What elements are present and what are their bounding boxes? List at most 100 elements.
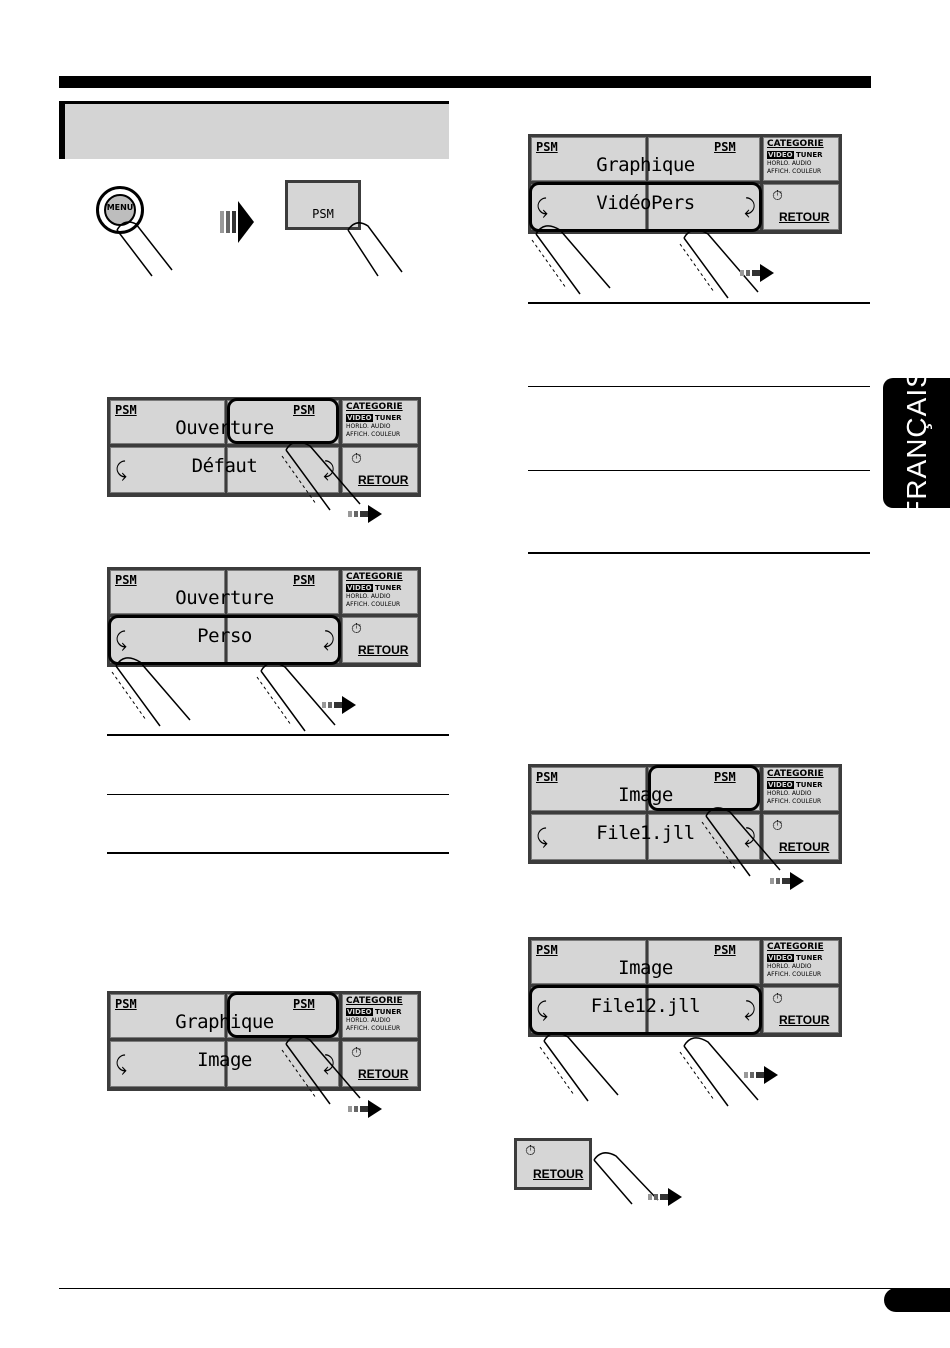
highlight-frame: [227, 398, 339, 444]
category-tuner: TUNER: [796, 781, 823, 789]
category-key[interactable]: [763, 137, 839, 181]
category-tuner: TUNER: [375, 584, 402, 592]
psm-prev-key[interactable]: [531, 940, 646, 984]
return-label: RETOUR: [779, 210, 830, 224]
rotate-right-icon: ⤸: [323, 1051, 335, 1075]
rotate-right-icon: ⤸: [744, 824, 756, 848]
category-video: VIDEO: [346, 584, 373, 592]
finger-press-icon: [539, 1032, 619, 1102]
rotate-left-icon: ⤹: [536, 824, 548, 848]
return-label: RETOUR: [779, 840, 830, 854]
category-title: CATEGORIE: [346, 572, 403, 582]
lcd-display: PSM PSM Ouverture Perso ⤹ ⤸ CATEGORIE VI…: [107, 567, 421, 667]
value-prev-key[interactable]: [110, 1041, 225, 1087]
category-line-2: HORLO. AUDIO: [767, 160, 812, 167]
rotate-left-icon: ⤹: [536, 997, 548, 1021]
rotate-right-icon: ⤸: [323, 457, 335, 481]
category-tuner: TUNER: [375, 414, 402, 422]
category-line-3: AFFICH. COULEUR: [346, 601, 401, 608]
psm-prev-key[interactable]: [110, 994, 225, 1038]
item-name: Image: [618, 784, 673, 806]
return-icon: ⏱: [772, 188, 783, 204]
psm-right-label: PSM: [293, 573, 315, 587]
divider: [107, 852, 449, 854]
item-value: Image: [197, 1049, 252, 1071]
category-video: VIDEO: [346, 1008, 373, 1016]
psm-next-key[interactable]: [648, 940, 760, 984]
return-key[interactable]: [763, 987, 839, 1033]
psm-left-label: PSM: [536, 140, 558, 154]
category-line-3: AFFICH. COULEUR: [346, 1025, 401, 1032]
return-label: RETOUR: [358, 1067, 409, 1081]
category-line-3: AFFICH. COULEUR: [767, 168, 822, 175]
top-rule: [59, 76, 871, 88]
psm-button[interactable]: PSM: [285, 180, 361, 230]
category-line-2: HORLO. AUDIO: [346, 1017, 391, 1024]
item-name: Image: [618, 957, 673, 979]
psm-next-key[interactable]: [648, 137, 760, 181]
category-line-3: AFFICH. COULEUR: [767, 971, 822, 978]
category-title: CATEGORIE: [767, 139, 824, 149]
divider: [107, 794, 449, 795]
footer-rule: [59, 1288, 929, 1289]
swipe-arrow-icon: [770, 872, 804, 890]
value-prev-key[interactable]: [110, 447, 225, 493]
return-icon: ⏱: [351, 1045, 362, 1061]
value-next-key[interactable]: [648, 184, 760, 230]
item-value: File1.jll: [596, 822, 695, 844]
item-name: Graphique: [596, 154, 695, 176]
category-tuner: TUNER: [796, 151, 823, 159]
return-icon: ⏱: [772, 818, 783, 834]
category-tuner: TUNER: [375, 1008, 402, 1016]
psm-prev-key[interactable]: [110, 570, 225, 614]
highlight-frame: [648, 765, 760, 811]
category-key[interactable]: [763, 767, 839, 811]
lcd-display: PSM PSM Graphique VidéoPers ⤹ ⤸ CATEGORI…: [528, 134, 842, 234]
psm-right-label: PSM: [714, 943, 736, 957]
page-number-badge: [884, 1288, 950, 1312]
swipe-arrow-icon: [322, 696, 356, 714]
swipe-arrow-icon: [740, 264, 774, 282]
psm-prev-key[interactable]: [531, 767, 646, 811]
category-line-2: HORLO. AUDIO: [767, 963, 812, 970]
psm-right-label: PSM: [714, 770, 736, 784]
divider: [528, 386, 870, 387]
psm-left-label: PSM: [115, 403, 137, 417]
value-prev-key[interactable]: [110, 617, 225, 663]
return-icon: ⏱: [772, 991, 783, 1007]
return-key[interactable]: [763, 184, 839, 230]
rotate-right-icon: ⤸: [744, 194, 756, 218]
psm-prev-key[interactable]: [110, 400, 225, 444]
category-key[interactable]: [342, 400, 418, 444]
category-key[interactable]: [763, 940, 839, 984]
divider: [528, 470, 870, 471]
rotate-right-icon: ⤸: [323, 627, 335, 651]
category-line: VIDEO TUNER: [767, 954, 823, 962]
rotate-left-icon: ⤹: [115, 457, 127, 481]
category-tuner: TUNER: [796, 954, 823, 962]
lcd-display: PSM PSM Image File12.jll ⤹ ⤸ CATEGORIE V…: [528, 937, 842, 1037]
psm-prev-key[interactable]: [531, 137, 646, 181]
category-key[interactable]: [342, 994, 418, 1038]
language-tab-label: FRANÇAIS: [900, 368, 932, 518]
value-prev-key[interactable]: [531, 814, 646, 860]
rotate-left-icon: ⤹: [536, 194, 548, 218]
return-label: RETOUR: [779, 1013, 830, 1027]
category-line-2: HORLO. AUDIO: [346, 593, 391, 600]
item-name: Ouverture: [175, 417, 274, 439]
return-key[interactable]: [342, 617, 418, 663]
highlight-frame: [227, 992, 339, 1038]
psm-left-label: PSM: [115, 573, 137, 587]
rotate-left-icon: ⤹: [115, 627, 127, 651]
menu-button[interactable]: MENU: [96, 186, 144, 234]
psm-next-key[interactable]: [227, 570, 339, 614]
return-button-label: RETOUR: [533, 1167, 584, 1181]
return-button[interactable]: ⏱ RETOUR: [514, 1138, 592, 1190]
category-title: CATEGORIE: [346, 996, 403, 1006]
category-line: VIDEO TUNER: [346, 584, 402, 592]
category-video: VIDEO: [767, 781, 794, 789]
swipe-arrow-icon: [348, 505, 382, 523]
category-key[interactable]: [342, 570, 418, 614]
psm-right-label: PSM: [293, 403, 315, 417]
item-value: VidéoPers: [596, 192, 695, 214]
